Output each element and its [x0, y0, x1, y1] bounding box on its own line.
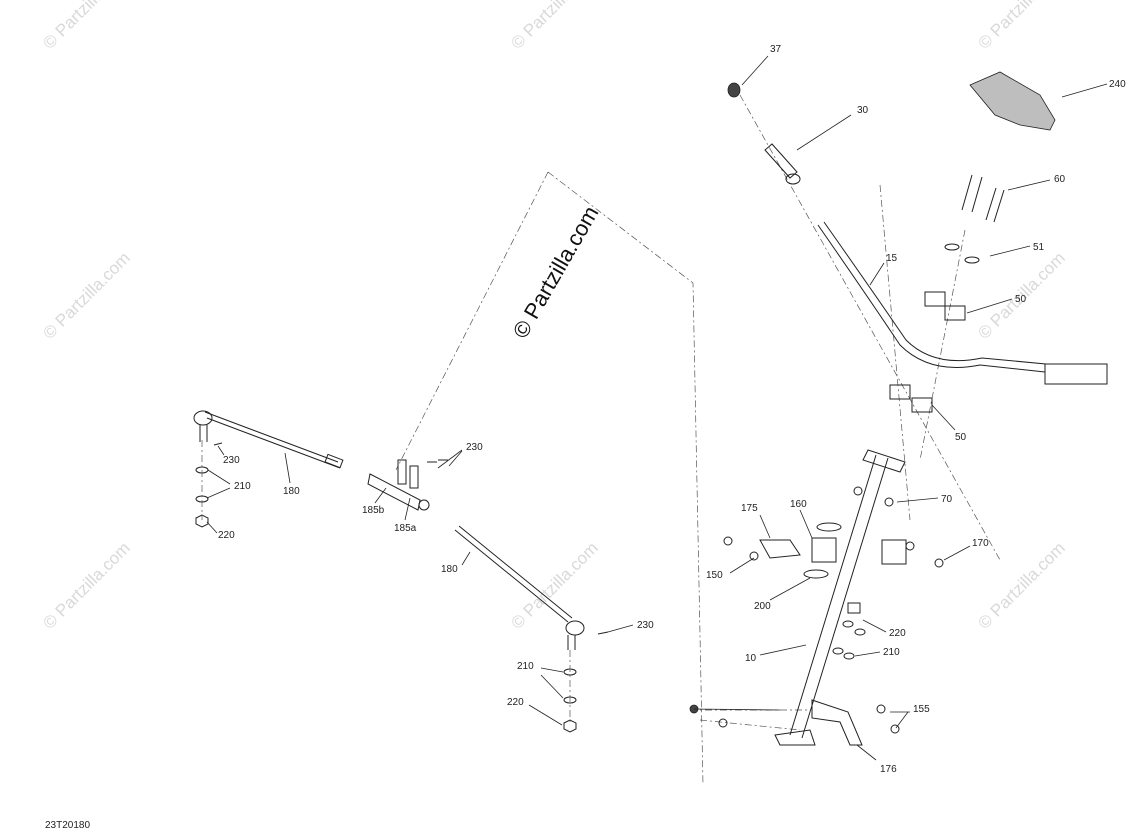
callout-10: 10 [745, 653, 757, 664]
tie-rod-assembly [193, 410, 609, 733]
callout-220: 220 [507, 697, 524, 708]
callout-50: 50 [955, 432, 967, 443]
boundary-line [395, 171, 704, 786]
assembly-axis [690, 94, 1001, 731]
callout-220: 220 [218, 530, 235, 541]
watermark: © Partzilla.com [974, 538, 1068, 632]
callout-230: 230 [466, 442, 483, 453]
callout-37: 37 [770, 44, 782, 55]
callout-200: 200 [754, 601, 771, 612]
watermark: © Partzilla.com [39, 538, 133, 632]
callout-230: 230 [637, 620, 654, 631]
callout-210: 210 [234, 481, 251, 492]
callout-60: 60 [1054, 174, 1066, 185]
callout-175: 175 [741, 503, 758, 514]
leader-lines [206, 55, 1108, 761]
callout-220: 220 [889, 628, 906, 639]
watermark: © Partzilla.com [507, 538, 601, 632]
callout-labels: 37 30 240 60 15 51 50 50 70 175 160 170 … [218, 44, 1126, 775]
callout-30: 30 [857, 105, 869, 116]
steering-column-assembly [689, 71, 1108, 746]
callout-230: 230 [223, 455, 240, 466]
callout-155: 155 [913, 704, 930, 715]
callout-185a: 185a [394, 523, 417, 534]
callout-70: 70 [941, 494, 953, 505]
diagram-code: 23T20180 [45, 820, 90, 830]
callout-170: 170 [972, 538, 989, 549]
callout-185b: 185b [362, 505, 385, 516]
callout-50: 50 [1015, 294, 1027, 305]
callout-210: 210 [883, 647, 900, 658]
callout-210: 210 [517, 661, 534, 672]
callout-51: 51 [1033, 242, 1045, 253]
callout-150: 150 [706, 570, 723, 581]
callout-176: 176 [880, 764, 897, 775]
watermark: © Partzilla.com [974, 0, 1068, 53]
callout-15: 15 [886, 253, 898, 264]
watermark: © Partzilla.com [39, 0, 133, 53]
callout-240: 240 [1109, 79, 1126, 90]
callout-180: 180 [283, 486, 300, 497]
watermark: © Partzilla.com [507, 0, 601, 53]
watermark: © Partzilla.com [39, 248, 133, 342]
callout-180: 180 [441, 564, 458, 575]
watermark-layer: © Partzilla.com © Partzilla.com © Partzi… [39, 0, 1068, 633]
callout-160: 160 [790, 499, 807, 510]
